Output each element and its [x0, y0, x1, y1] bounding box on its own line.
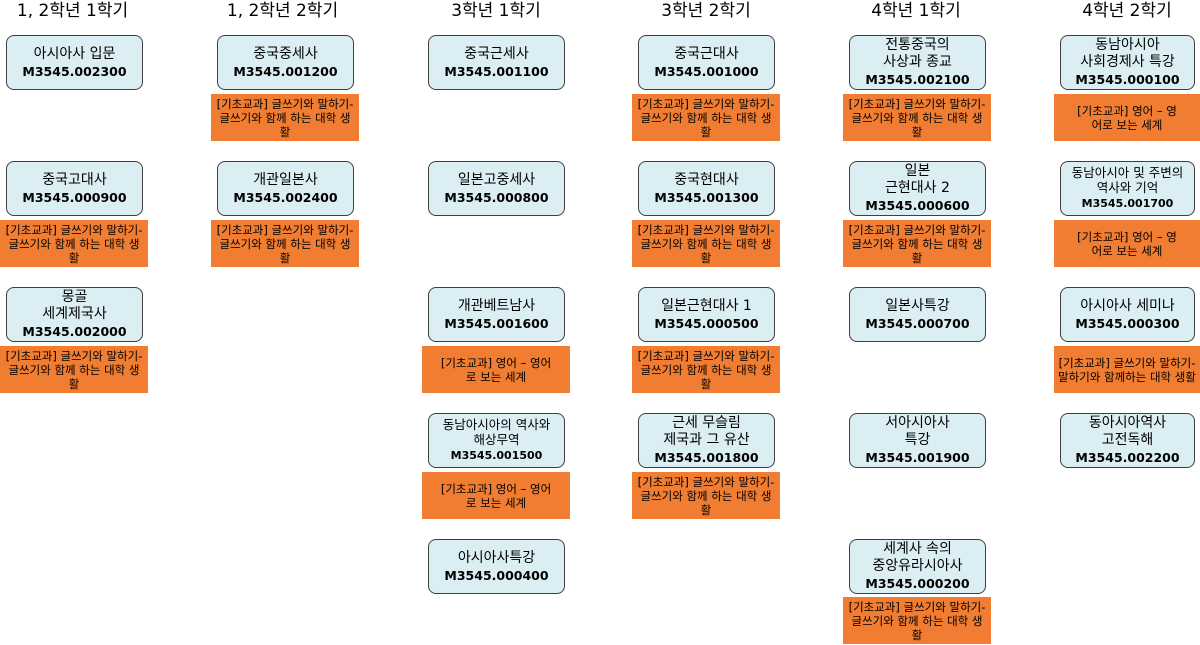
prerequisite-note: [기초교과] 영어 – 영어로 보는 세계: [422, 472, 570, 519]
course-code: M3545.000900: [22, 189, 127, 205]
prerequisite-note: [기초교과] 글쓰기와 말하기-글쓰기와 함께 하는 대학 생활: [0, 220, 148, 267]
course-code: M3545.000300: [1075, 315, 1180, 331]
course-code: M3545.001300: [654, 189, 759, 205]
course-code: M3545.001800: [654, 450, 759, 465]
course-name: 세계사 속의 중앙유라시아사: [872, 541, 963, 574]
course-code: M3545.000800: [444, 189, 549, 205]
course-code: M3545.001600: [444, 315, 549, 331]
course-code: M3545.000200: [865, 576, 970, 591]
course-name: 동남아시아의 역사와 해상무역: [442, 417, 551, 447]
course-code: M3545.002400: [233, 189, 338, 205]
prerequisite-note: [기초교과] 글쓰기와 말하기-글쓰기와 함께 하는 대학 생활: [211, 220, 359, 267]
course-code: M3545.001900: [865, 450, 970, 465]
course-box[interactable]: 전통중국의 사상과 종교 M3545.002100: [849, 35, 986, 90]
course-box[interactable]: 동아시아역사 고전독해 M3545.002200: [1060, 413, 1195, 468]
course-code: M3545.000500: [654, 315, 759, 331]
course-box[interactable]: 일본고중세사 M3545.000800: [428, 161, 565, 216]
course-name: 중국현대사: [674, 171, 739, 188]
course-box[interactable]: 일본사특강 M3545.000700: [849, 287, 986, 342]
course-code: M3545.002200: [1075, 450, 1180, 465]
course-name: 아시아사특강: [457, 549, 536, 566]
prerequisite-note: [기초교과] 글쓰기와 말하기-글쓰기와 함께 하는 대학 생활: [843, 220, 991, 267]
course-name: 아시아사 세미나: [1080, 297, 1175, 314]
course-name: 일본 근현대사 2: [885, 163, 950, 196]
course-box[interactable]: 서아시아사 특강 M3545.001900: [849, 413, 986, 468]
course-box[interactable]: 일본근현대사 1 M3545.000500: [638, 287, 775, 342]
course-name: 동남아시아 사회경제사 특강: [1080, 37, 1175, 70]
prerequisite-note: [기초교과] 글쓰기와 말하기-글쓰기와 함께 하는 대학 생활: [632, 472, 780, 519]
course-box[interactable]: 일본 근현대사 2 M3545.000600: [849, 161, 986, 216]
course-box[interactable]: 아시아사특강 M3545.000400: [428, 539, 565, 594]
course-name: 근세 무슬림 제국과 그 유산: [663, 415, 750, 448]
column-header-4-year-sem-2: 4학년 2학기: [1082, 1, 1172, 21]
course-box[interactable]: 동남아시아 및 주변의 역사와 기억 M3545.001700: [1060, 161, 1195, 216]
course-name: 일본사특강: [885, 297, 950, 314]
course-code: M3545.001200: [233, 63, 338, 79]
prerequisite-note: [기초교과] 글쓰기와 말하기-글쓰기와 함께 하는 대학 생활: [843, 597, 991, 644]
course-name: 중국중세사: [253, 45, 318, 62]
course-box[interactable]: 중국중세사 M3545.001200: [217, 35, 354, 90]
course-name: 전통중국의 사상과 종교: [883, 37, 952, 70]
prerequisite-note: [기초교과] 글쓰기와 말하기-글쓰기와 함께 하는 대학 생활: [632, 346, 780, 393]
course-name: 중국근세사: [464, 45, 529, 62]
course-code: M3545.001100: [444, 63, 549, 79]
course-name: 일본고중세사: [457, 171, 536, 188]
course-box[interactable]: 중국고대사 M3545.000900: [6, 161, 143, 216]
course-code: M3545.000600: [865, 198, 970, 213]
course-code: M3545.001000: [654, 63, 759, 79]
course-code: M3545.002100: [865, 72, 970, 87]
prerequisite-note: [기초교과] 글쓰기와 말하기-말하기와 함께하는 대학 생활: [1054, 346, 1200, 393]
course-box[interactable]: 세계사 속의 중앙유라시아사 M3545.000200: [849, 539, 986, 594]
course-box[interactable]: 동남아시아의 역사와 해상무역 M3545.001500: [428, 413, 565, 468]
course-name: 중국고대사: [42, 171, 107, 188]
prerequisite-note: [기초교과] 영어 – 영어로 보는 세계: [422, 346, 570, 393]
prerequisite-note: [기초교과] 글쓰기와 말하기-글쓰기와 함께 하는 대학 생활: [0, 346, 148, 393]
course-code: M3545.000700: [865, 315, 970, 331]
column-header-1-2-year-sem-1: 1, 2학년 1학기: [16, 1, 129, 21]
course-code: M3545.002000: [22, 324, 127, 339]
course-name: 아시아사 입문: [33, 45, 116, 62]
course-name: 개관일본사: [253, 171, 318, 188]
course-name: 중국근대사: [674, 45, 739, 62]
course-box[interactable]: 중국근세사 M3545.001100: [428, 35, 565, 90]
course-box[interactable]: 근세 무슬림 제국과 그 유산 M3545.001800: [638, 413, 775, 468]
course-code: M3545.000100: [1075, 72, 1180, 87]
course-code: M3545.002300: [22, 63, 127, 79]
course-name: 동아시아역사 고전독해: [1088, 415, 1167, 448]
prerequisite-note: [기초교과] 글쓰기와 말하기-글쓰기와 함께 하는 대학 생활: [632, 220, 780, 267]
course-box[interactable]: 중국현대사 M3545.001300: [638, 161, 775, 216]
course-box[interactable]: 동남아시아 사회경제사 특강 M3545.000100: [1060, 35, 1195, 90]
column-header-4-year-sem-1: 4학년 1학기: [871, 1, 961, 21]
course-box[interactable]: 중국근대사 M3545.001000: [638, 35, 775, 90]
prerequisite-note: [기초교과] 영어 – 영어로 보는 세계: [1054, 94, 1200, 141]
column-header-3-year-sem-2: 3학년 2학기: [661, 1, 751, 21]
course-name: 몽골 세계제국사: [42, 289, 107, 322]
course-name: 일본근현대사 1: [661, 297, 752, 314]
course-name: 서아시아사 특강: [885, 415, 950, 448]
course-box[interactable]: 아시아사 입문 M3545.002300: [6, 35, 143, 90]
course-code: M3545.001700: [1081, 197, 1174, 210]
column-header-3-year-sem-1: 3학년 1학기: [451, 1, 541, 21]
course-box[interactable]: 몽골 세계제국사 M3545.002000: [6, 287, 143, 342]
prerequisite-note: [기초교과] 글쓰기와 말하기-글쓰기와 함께 하는 대학 생활: [843, 94, 991, 141]
prerequisite-note: [기초교과] 글쓰기와 말하기-글쓰기와 함께 하는 대학 생활: [632, 94, 780, 141]
course-code: M3545.000400: [444, 567, 549, 583]
course-box[interactable]: 개관베트남사 M3545.001600: [428, 287, 565, 342]
course-name: 동남아시아 및 주변의 역사와 기억: [1071, 165, 1184, 195]
prerequisite-note: [기초교과] 영어 – 영어로 보는 세계: [1054, 220, 1200, 267]
course-name: 개관베트남사: [457, 297, 536, 314]
course-box[interactable]: 아시아사 세미나 M3545.000300: [1060, 287, 1195, 342]
course-box[interactable]: 개관일본사 M3545.002400: [217, 161, 354, 216]
prerequisite-note: [기초교과] 글쓰기와 말하기-글쓰기와 함께 하는 대학 생활: [211, 94, 359, 141]
column-header-1-2-year-sem-2: 1, 2학년 2학기: [226, 1, 339, 21]
course-code: M3545.001500: [450, 449, 543, 462]
